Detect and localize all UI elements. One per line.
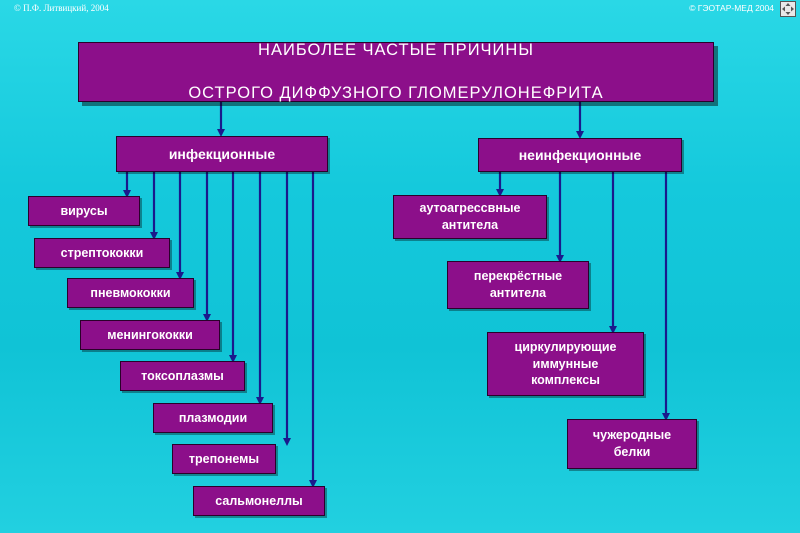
cause-item-2: стрептококки <box>34 238 170 268</box>
cause-item-6: плазмодии <box>153 403 273 433</box>
title-box: НАИБОЛЕЕ ЧАСТЫЕ ПРИЧИНЫ ОСТРОГО ДИФФУЗНО… <box>78 40 714 102</box>
cause-item-1: вирусы <box>28 196 140 226</box>
title-line-1: НАИБОЛЕЕ ЧАСТЫЕ ПРИЧИНЫ <box>258 40 534 59</box>
noninf-item-1: аутоагрессвные антитела <box>393 195 547 239</box>
cause-item-3: пневмококки <box>67 278 194 308</box>
category-noninfectious: неинфекционные <box>478 138 682 172</box>
four-arrows-icon[interactable] <box>780 1 796 17</box>
category-infectious: инфекционные <box>116 136 328 172</box>
noninf-item-4: чужеродные белки <box>567 419 697 469</box>
copyright-left: © П.Ф. Литвицкий, 2004 <box>14 3 109 13</box>
cause-item-4: менингококки <box>80 320 220 350</box>
copyright-right: © ГЭОТАР-МЕД 2004 <box>689 3 774 13</box>
cause-item-8: сальмонеллы <box>193 486 325 516</box>
cause-item-5: токсоплазмы <box>120 361 245 391</box>
cause-item-7: трепонемы <box>172 444 276 474</box>
noninf-item-2: перекрёстные антитела <box>447 261 589 309</box>
title-line-2: ОСТРОГО ДИФФУЗНОГО ГЛОМЕРУЛОНЕФРИТА <box>188 83 604 102</box>
noninf-item-3: циркулирующие иммунные комплексы <box>487 332 644 396</box>
